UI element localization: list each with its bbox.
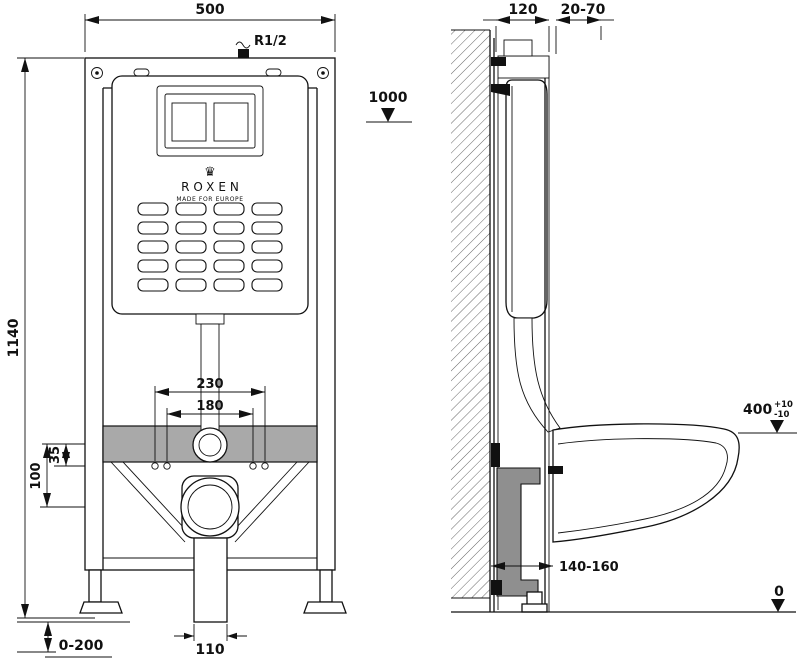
corner-screws	[91, 67, 329, 79]
brand-logo: ♛ ROXEN MADE FOR EUROPE	[176, 165, 243, 203]
dim-label-bowl-height: 400	[743, 402, 772, 418]
level-1000: 1000	[366, 90, 412, 123]
stud-grid	[137, 202, 283, 292]
drain-bend	[496, 467, 541, 597]
dim-offset-100: 100	[29, 444, 85, 508]
dim-label-tol-plus: +10	[774, 400, 793, 410]
dim-label-width: 500	[195, 2, 224, 18]
dim-bolt-180: 180	[166, 399, 254, 461]
legs-and-feet	[79, 569, 347, 614]
side-foot	[521, 591, 548, 613]
dim-wall-gap: 20-70	[555, 2, 614, 54]
flush-pipe-profile	[513, 317, 561, 433]
level-0: 0	[771, 584, 785, 612]
dim-drain-110: 110	[174, 624, 247, 658]
water-inlet-valve-icon	[235, 41, 251, 58]
dim-label-install-level: 1000	[369, 90, 408, 106]
dim-height-1140: 1140	[6, 57, 95, 619]
front-view: R1/2 ♛ ROXEN MADE FOR EUROPE	[6, 2, 412, 658]
dim-label-bolt-outer: 230	[196, 377, 223, 392]
fixing-bolts	[151, 462, 269, 470]
crown-icon: ♛	[204, 165, 216, 180]
dim-depth-120: 120	[483, 2, 550, 52]
dim-bolt-230: 230	[154, 377, 266, 461]
drain-outlet	[180, 475, 240, 539]
level-triangle-icon	[770, 420, 784, 433]
bottom-drain-pipe	[193, 537, 228, 623]
inlet-elbow	[503, 39, 533, 57]
level-400: 400 +10 -10	[738, 400, 797, 434]
dim-foot-range: 0-200	[17, 621, 130, 658]
dim-label-wall-gap: 20-70	[561, 2, 606, 18]
flush-connector	[192, 427, 228, 463]
dim-drain-offset: 140-160	[491, 560, 619, 575]
dim-label-bolt-inner: 180	[196, 399, 223, 414]
wall-brackets	[491, 57, 510, 595]
dim-label-tol-minus: -10	[774, 410, 789, 420]
cistern-profile	[505, 79, 548, 319]
brand-name: ROXEN	[181, 180, 243, 194]
dim-label-offset-large: 100	[29, 462, 44, 489]
flush-pipe	[195, 313, 225, 431]
dim-label-foot-range: 0-200	[59, 638, 104, 654]
dim-width-500: 500	[84, 2, 336, 52]
side-view: 120 20-70 400 +10 -10 140-160 0	[451, 2, 797, 613]
brand-tagline: MADE FOR EUROPE	[176, 196, 243, 203]
toilet-bowl	[548, 423, 740, 543]
bowl-fixing-bolt	[548, 466, 563, 474]
dim-label-offset-small: 35	[48, 446, 63, 464]
level-triangle-icon	[381, 108, 395, 122]
flush-button-left	[171, 102, 207, 142]
dim-label-inlet: R1/2	[254, 34, 287, 49]
flush-button-right	[213, 102, 249, 142]
flush-plate	[156, 85, 264, 157]
dim-label-drain-width: 110	[195, 642, 224, 658]
dim-label-drain-offset: 140-160	[559, 560, 619, 575]
level-triangle-icon	[771, 599, 785, 612]
dim-label-floor-level: 0	[774, 584, 784, 600]
dim-offset-35: 35	[42, 443, 85, 467]
wall-hatch	[451, 29, 490, 599]
dim-label-height: 1140	[6, 318, 22, 357]
dim-label-depth: 120	[508, 2, 537, 18]
